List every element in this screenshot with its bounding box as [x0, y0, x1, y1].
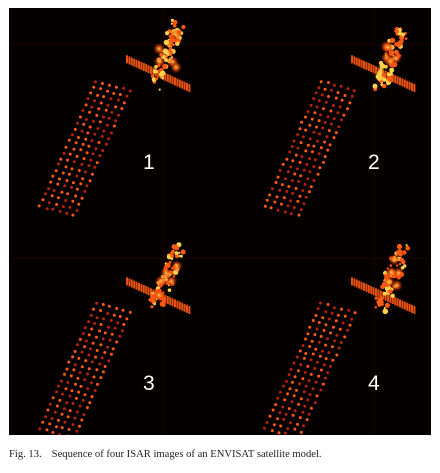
isar-panel-2: 2 — [220, 8, 431, 222]
isar-image — [220, 8, 431, 222]
isar-panel-4: 4 — [220, 221, 431, 435]
panel-label: 3 — [143, 371, 155, 395]
isar-panel-1: 1 — [9, 8, 220, 222]
figure-caption: Fig. 13. Sequence of four ISAR images of … — [9, 449, 434, 460]
caption-text: Sequence of four ISAR images of an ENVIS… — [51, 449, 322, 460]
figure-number: Fig. 13. — [9, 449, 42, 460]
panel-label: 1 — [143, 151, 155, 174]
isar-image — [9, 8, 220, 222]
panel-label: 2 — [368, 151, 380, 174]
panel-label: 4 — [368, 371, 380, 395]
isar-figure: 1 2 3 4 — [9, 8, 431, 435]
isar-image — [220, 221, 431, 435]
isar-image — [9, 221, 220, 435]
isar-panel-3: 3 — [9, 221, 220, 435]
